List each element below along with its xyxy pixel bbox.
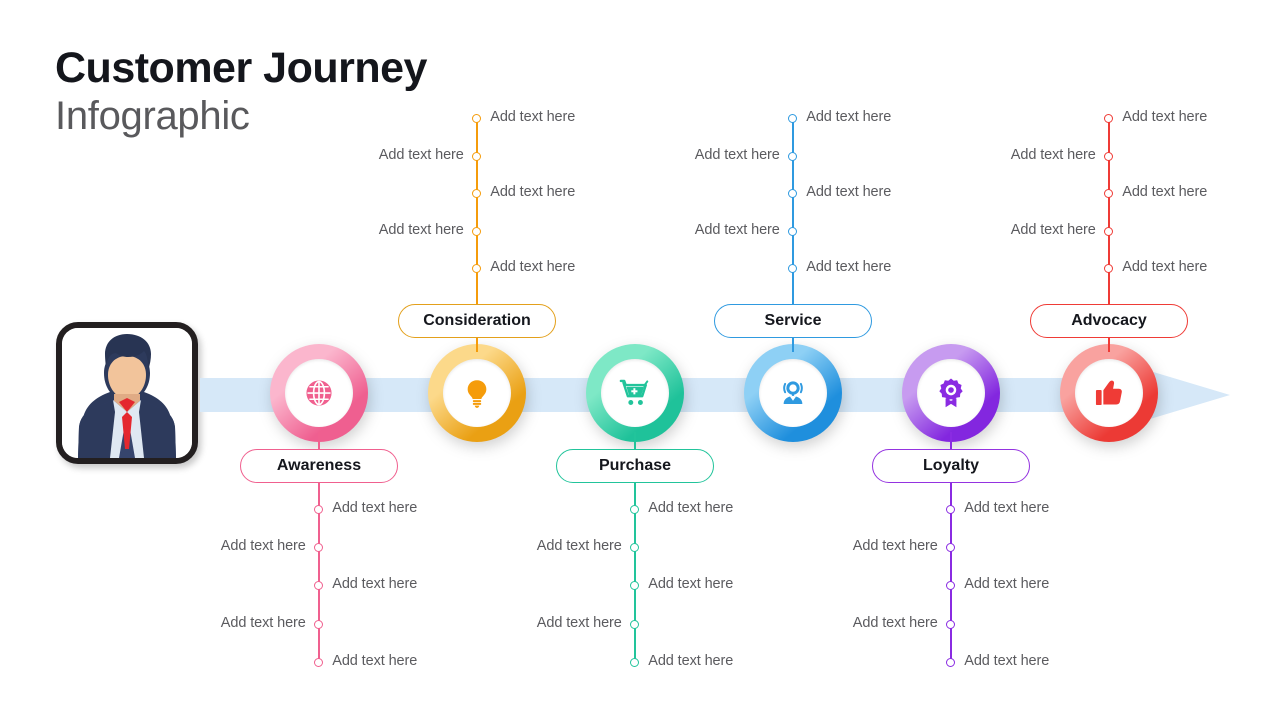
note-marker[interactable] bbox=[471, 263, 481, 273]
note-marker[interactable] bbox=[945, 542, 955, 552]
note-marker[interactable] bbox=[471, 188, 481, 198]
note-marker[interactable] bbox=[313, 657, 323, 667]
note-marker[interactable] bbox=[945, 657, 955, 667]
note-text[interactable]: Add text here bbox=[694, 222, 780, 238]
note-marker[interactable] bbox=[945, 504, 955, 514]
globe-icon bbox=[285, 359, 353, 427]
note-marker[interactable] bbox=[945, 580, 955, 590]
note-marker[interactable] bbox=[1103, 263, 1113, 273]
note-text[interactable]: Add text here bbox=[332, 500, 418, 516]
pill-connector-advocacy bbox=[1108, 330, 1110, 352]
stage-label-consideration[interactable]: Consideration bbox=[398, 304, 556, 338]
note-text[interactable]: Add text here bbox=[648, 653, 734, 669]
customer-support-icon bbox=[759, 359, 827, 427]
note-text[interactable]: Add text here bbox=[1010, 222, 1096, 238]
stage-icon-node-purchase[interactable] bbox=[586, 344, 684, 442]
note-marker[interactable] bbox=[629, 580, 639, 590]
note-marker[interactable] bbox=[787, 263, 797, 273]
pill-connector-awareness bbox=[318, 432, 320, 456]
stage-label-purchase[interactable]: Purchase bbox=[556, 449, 714, 483]
note-text[interactable]: Add text here bbox=[648, 500, 734, 516]
note-marker[interactable] bbox=[313, 619, 323, 629]
note-text[interactable]: Add text here bbox=[220, 615, 306, 631]
note-marker[interactable] bbox=[629, 542, 639, 552]
note-text[interactable]: Add text here bbox=[220, 538, 306, 554]
note-marker[interactable] bbox=[787, 113, 797, 123]
note-text[interactable]: Add text here bbox=[378, 147, 464, 163]
businessman-avatar-illustration bbox=[62, 328, 192, 458]
note-text[interactable]: Add text here bbox=[536, 538, 622, 554]
stage-label-loyalty[interactable]: Loyalty bbox=[872, 449, 1030, 483]
stage-label-advocacy[interactable]: Advocacy bbox=[1030, 304, 1188, 338]
note-text[interactable]: Add text here bbox=[332, 576, 418, 592]
note-text[interactable]: Add text here bbox=[1122, 184, 1208, 200]
note-text[interactable]: Add text here bbox=[806, 109, 892, 125]
note-marker[interactable] bbox=[1103, 113, 1113, 123]
note-marker[interactable] bbox=[471, 151, 481, 161]
stage-label-awareness[interactable]: Awareness bbox=[240, 449, 398, 483]
note-text[interactable]: Add text here bbox=[964, 500, 1050, 516]
note-marker[interactable] bbox=[1103, 188, 1113, 198]
note-marker[interactable] bbox=[629, 657, 639, 667]
note-text[interactable]: Add text here bbox=[806, 184, 892, 200]
title-main: Customer Journey bbox=[55, 44, 427, 92]
note-text[interactable]: Add text here bbox=[332, 653, 418, 669]
stage-label-service[interactable]: Service bbox=[714, 304, 872, 338]
note-marker[interactable] bbox=[471, 226, 481, 236]
note-text[interactable]: Add text here bbox=[1010, 147, 1096, 163]
stage-icon-node-service[interactable] bbox=[744, 344, 842, 442]
stage-icon-node-loyalty[interactable] bbox=[902, 344, 1000, 442]
stage-icon-node-awareness[interactable] bbox=[270, 344, 368, 442]
note-text[interactable]: Add text here bbox=[964, 576, 1050, 592]
pill-connector-loyalty bbox=[950, 432, 952, 456]
note-text[interactable]: Add text here bbox=[490, 109, 576, 125]
note-marker[interactable] bbox=[945, 619, 955, 629]
note-text[interactable]: Add text here bbox=[1122, 259, 1208, 275]
note-text[interactable]: Add text here bbox=[852, 538, 938, 554]
note-text[interactable]: Add text here bbox=[378, 222, 464, 238]
note-marker[interactable] bbox=[787, 151, 797, 161]
note-text[interactable]: Add text here bbox=[694, 147, 780, 163]
note-marker[interactable] bbox=[787, 226, 797, 236]
note-marker[interactable] bbox=[1103, 226, 1113, 236]
shopping-cart-icon bbox=[601, 359, 669, 427]
note-marker[interactable] bbox=[787, 188, 797, 198]
note-marker[interactable] bbox=[313, 542, 323, 552]
note-marker[interactable] bbox=[629, 504, 639, 514]
pill-connector-consideration bbox=[476, 330, 478, 352]
note-marker[interactable] bbox=[629, 619, 639, 629]
note-text[interactable]: Add text here bbox=[964, 653, 1050, 669]
title-sub: Infographic bbox=[55, 94, 250, 139]
note-marker[interactable] bbox=[313, 580, 323, 590]
award-ribbon-icon bbox=[917, 359, 985, 427]
note-text[interactable]: Add text here bbox=[490, 259, 576, 275]
note-text[interactable]: Add text here bbox=[490, 184, 576, 200]
thumbs-up-icon bbox=[1075, 359, 1143, 427]
page-title: Customer Journey Infographic bbox=[55, 44, 427, 141]
note-text[interactable]: Add text here bbox=[536, 615, 622, 631]
pill-connector-service bbox=[792, 330, 794, 352]
note-marker[interactable] bbox=[471, 113, 481, 123]
note-text[interactable]: Add text here bbox=[1122, 109, 1208, 125]
lightbulb-icon bbox=[443, 359, 511, 427]
avatar bbox=[56, 322, 198, 464]
note-marker[interactable] bbox=[1103, 151, 1113, 161]
note-text[interactable]: Add text here bbox=[852, 615, 938, 631]
pill-connector-purchase bbox=[634, 432, 636, 456]
note-text[interactable]: Add text here bbox=[806, 259, 892, 275]
stage-icon-node-advocacy[interactable] bbox=[1060, 344, 1158, 442]
stage-icon-node-consideration[interactable] bbox=[428, 344, 526, 442]
note-marker[interactable] bbox=[313, 504, 323, 514]
note-text[interactable]: Add text here bbox=[648, 576, 734, 592]
